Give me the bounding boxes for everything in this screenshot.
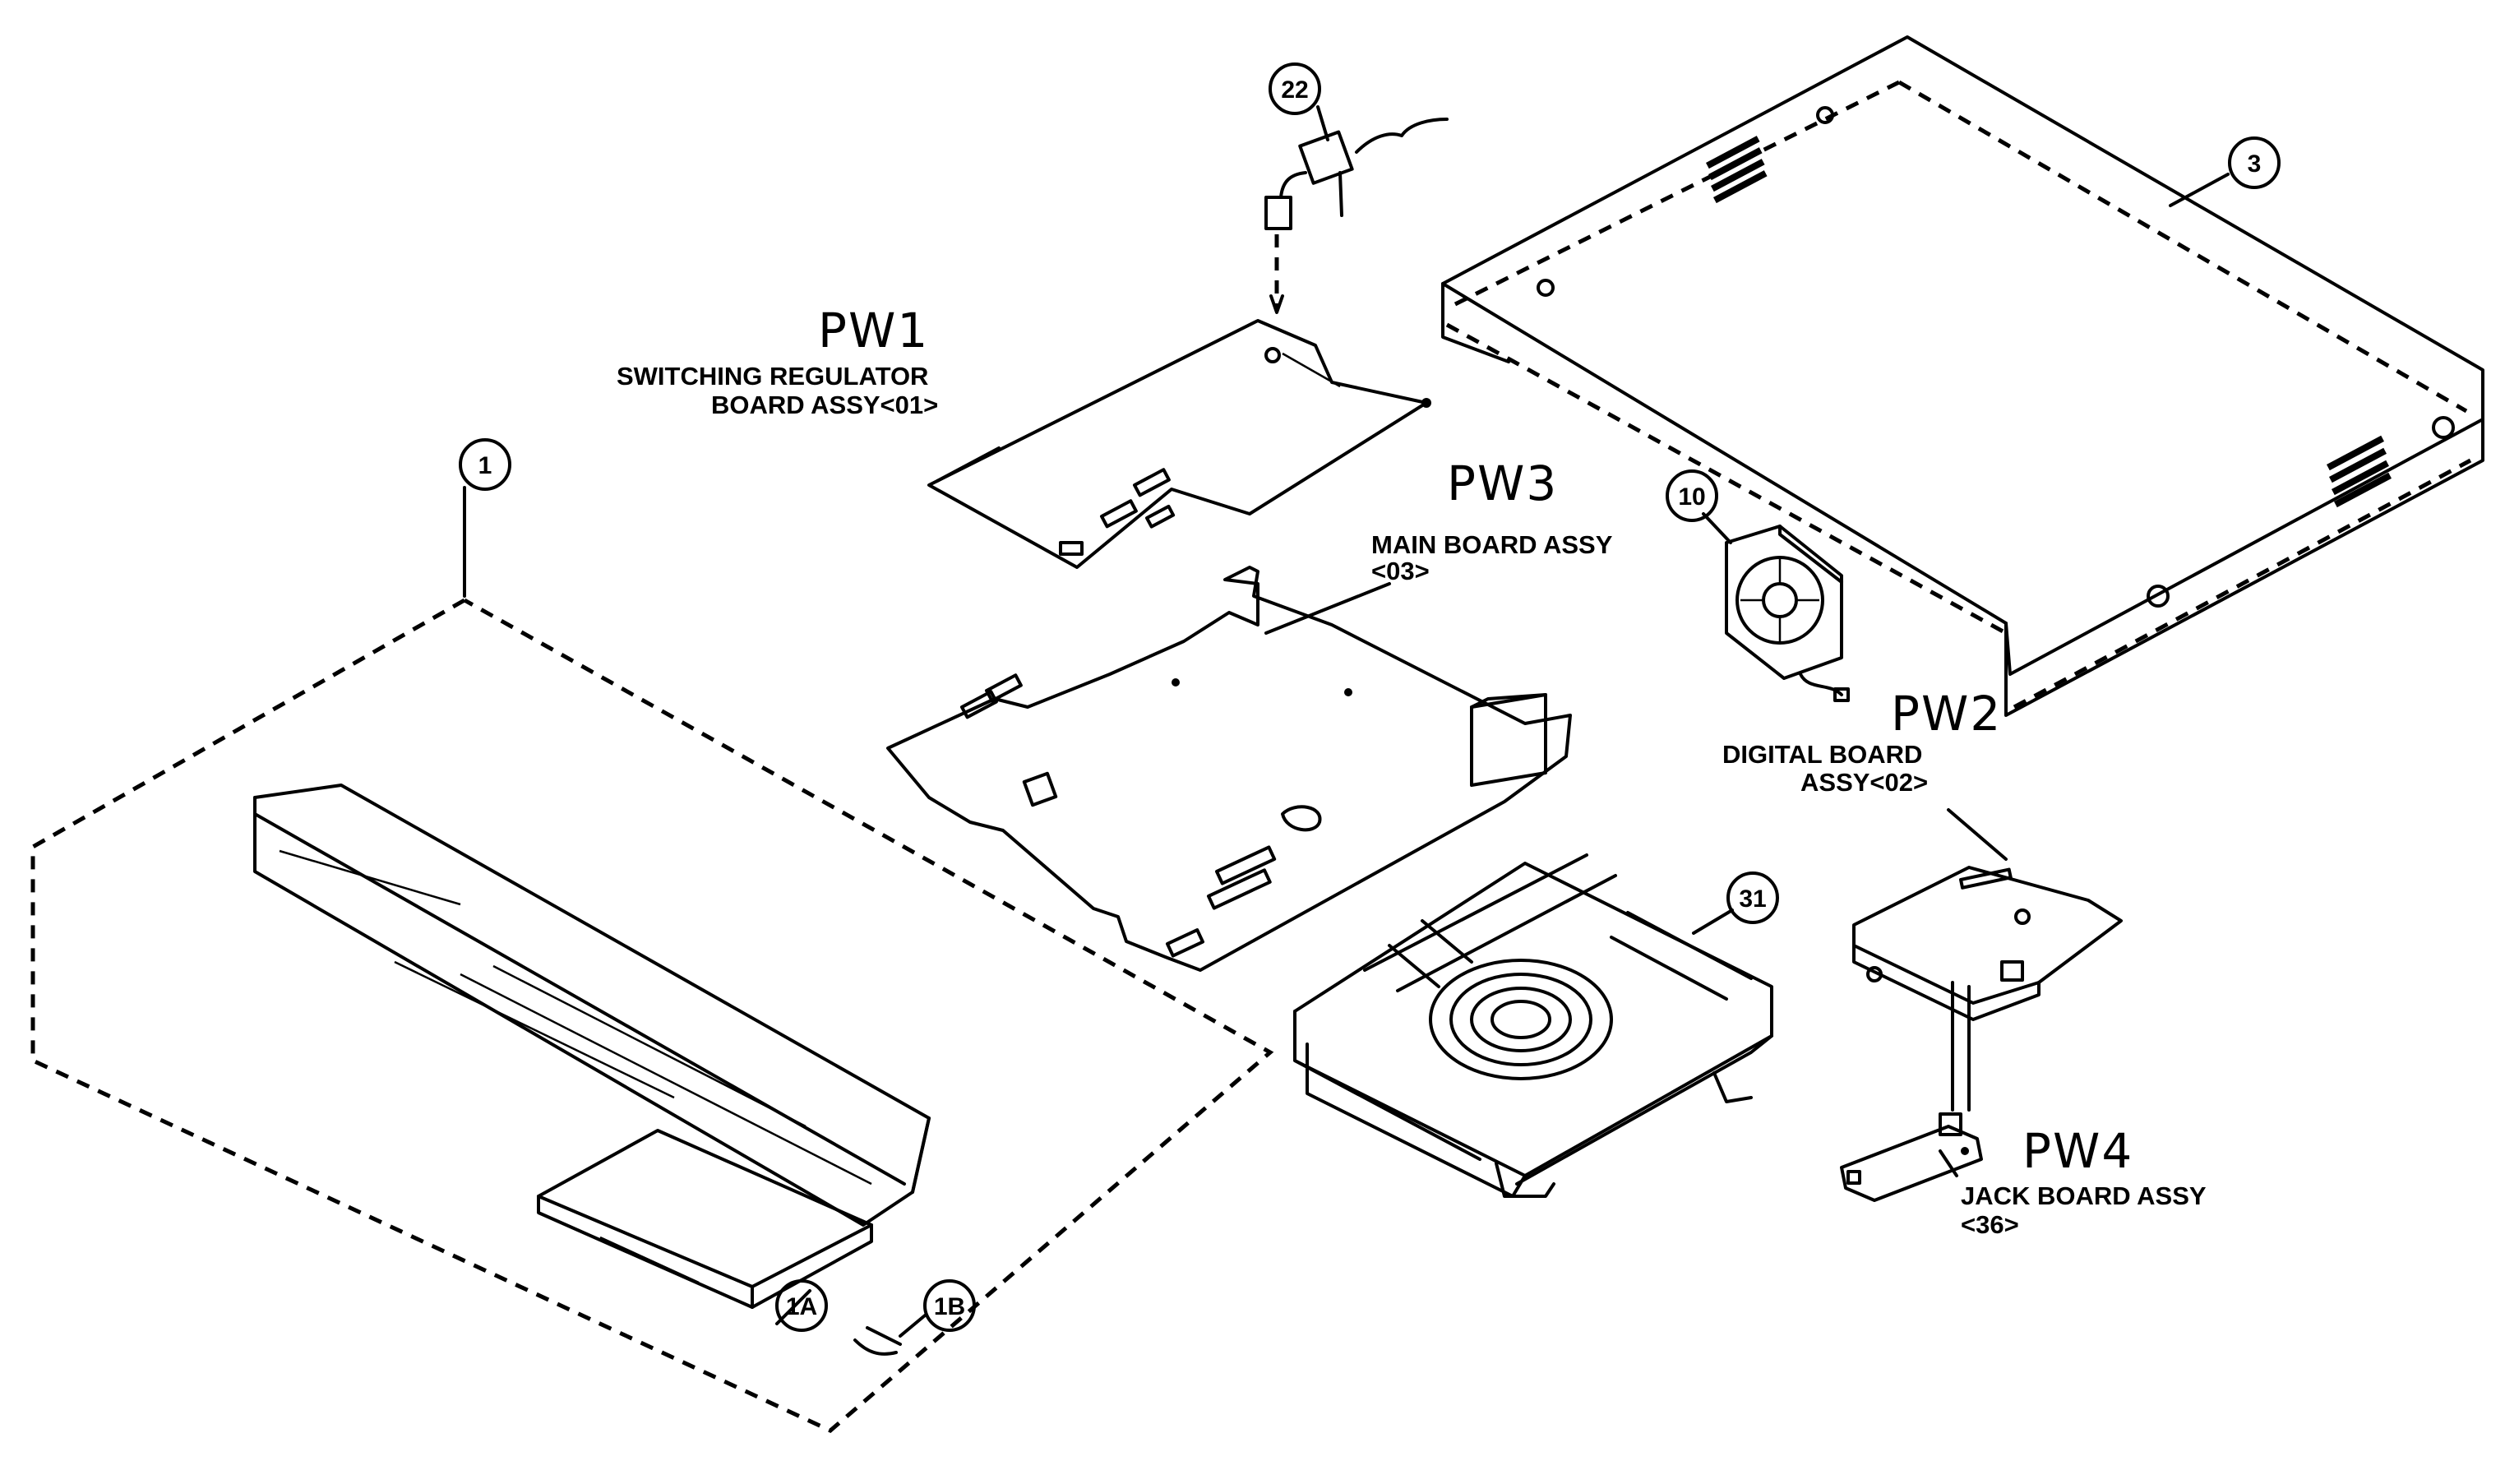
pw3-code: PW3 (1447, 455, 1558, 511)
pw2-line1: DIGITAL BOARD (1722, 740, 1922, 769)
callout-1a-label: 1A (786, 1293, 817, 1320)
pw1-line1: SWITCHING REGULATOR (617, 362, 928, 391)
callout-3: 3 (2228, 136, 2281, 189)
pw2-line2: ASSY<02> (1800, 768, 1928, 797)
callout-3-label: 3 (2248, 150, 2262, 178)
top-cover-part (1441, 35, 2484, 717)
leader-lines (463, 105, 2230, 1338)
pw3-line2: <03> (1371, 557, 1430, 585)
digital-board (1852, 866, 2123, 1112)
pw4-line1: JACK BOARD ASSY (1961, 1181, 2207, 1210)
pw2-code: PW2 (1891, 686, 2002, 742)
dvd-loader-mechanism (1293, 853, 1773, 1198)
switching-regulator-board (927, 319, 1431, 569)
callout-1: 1 (459, 438, 511, 491)
callout-10: 10 (1666, 469, 1718, 522)
callout-31: 31 (1726, 871, 1779, 924)
pw3-line1: MAIN BOARD ASSY (1371, 530, 1613, 559)
jack-board (1840, 1112, 1983, 1202)
callout-1a: 1A (775, 1279, 828, 1332)
pw4-line2: <36> (1961, 1210, 2019, 1239)
main-board (886, 566, 1572, 972)
pw2-label-group: PW2 DIGITAL BOARD ASSY<02> (1722, 686, 2002, 797)
callout-1-label: 1 (478, 452, 492, 479)
cooling-fan-part (1725, 525, 1850, 702)
pw4-label-group: PW4 JACK BOARD ASSY <36> (1961, 1123, 2207, 1239)
power-cord-part (1264, 118, 1449, 314)
pw1-line2: BOARD ASSY<01> (711, 391, 938, 419)
front-panel-assembly (30, 598, 1274, 1433)
callout-22: 22 (1269, 62, 1321, 115)
callout-22-label: 22 (1281, 76, 1308, 104)
callout-31-label: 31 (1739, 885, 1766, 913)
callout-10-label: 10 (1678, 483, 1705, 511)
pw1-code: PW1 (818, 303, 929, 358)
pw3-label-group: PW3 MAIN BOARD ASSY <03> (1371, 455, 1613, 585)
pw1-label-group: PW1 SWITCHING REGULATOR BOARD ASSY<01> (617, 303, 938, 419)
callout-1b: 1B (923, 1279, 976, 1332)
pw4-code: PW4 (2022, 1123, 2133, 1179)
callout-1b-label: 1B (934, 1293, 965, 1320)
